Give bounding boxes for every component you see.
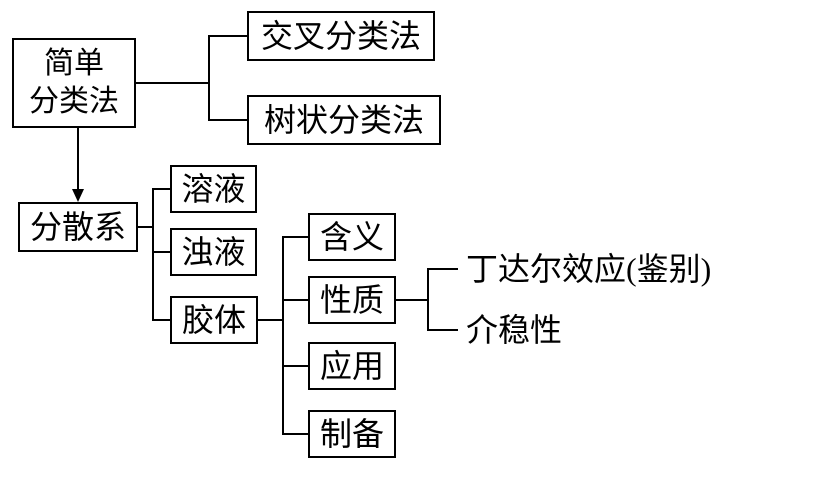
connector-to-properties <box>284 299 308 301</box>
node-simple-classification: 简单 分类法 <box>12 38 136 128</box>
node-label: 含义 <box>319 219 384 255</box>
connector-to-meaning <box>284 236 308 238</box>
node-application: 应用 <box>308 342 396 390</box>
connector-dispersion-trunk <box>138 226 153 228</box>
node-tyndall-effect: 丁达尔效应(鉴别) <box>466 251 712 287</box>
node-meaning: 含义 <box>308 213 396 261</box>
node-cross-classification: 交叉分类法 <box>247 11 435 61</box>
connector-to-preparation <box>284 433 308 435</box>
node-turbid-liquid: 浊液 <box>170 228 257 276</box>
connector-to-application <box>284 365 308 367</box>
arrow-head-icon <box>72 189 84 202</box>
node-tree-classification: 树状分类法 <box>247 95 441 145</box>
connector-to-cross-classification <box>210 35 247 37</box>
node-label: 树状分类法 <box>263 102 424 138</box>
node-label: 分类法 <box>29 85 119 118</box>
connector-simple-branch-vertical <box>208 35 210 121</box>
connector-colloid-branch-vertical <box>282 236 284 435</box>
connector-to-colloid <box>154 319 170 321</box>
node-label: 应用 <box>319 348 384 384</box>
connector-to-metastability <box>429 329 458 331</box>
connector-properties-branch-vertical <box>427 268 429 331</box>
connector-simple-trunk <box>136 82 208 84</box>
node-preparation: 制备 <box>308 410 396 458</box>
node-label: 制备 <box>319 416 384 452</box>
connector-to-tyndall-effect <box>429 268 458 270</box>
node-label: 交叉分类法 <box>260 18 421 54</box>
node-metastability: 介稳性 <box>466 312 563 348</box>
node-label: 浊液 <box>181 234 246 270</box>
node-label: 分散系 <box>29 209 126 245</box>
node-label: 胶体 <box>181 302 246 338</box>
node-solution: 溶液 <box>170 165 257 213</box>
connector-properties-trunk <box>396 299 427 301</box>
node-colloid: 胶体 <box>170 296 258 344</box>
node-dispersion-system: 分散系 <box>18 202 138 252</box>
connector-to-tree-classification <box>210 119 247 121</box>
node-label: 性质 <box>319 282 384 318</box>
connector-dispersion-branch-vertical <box>152 188 154 321</box>
connector-to-solution <box>154 188 170 190</box>
connector-to-turbid-liquid <box>154 251 170 253</box>
node-label: 溶液 <box>181 171 246 207</box>
node-label: 简单 <box>44 47 104 80</box>
node-properties: 性质 <box>308 276 396 324</box>
arrow-shaft-simple-to-dispersion <box>77 128 79 190</box>
connector-colloid-trunk <box>258 319 282 321</box>
